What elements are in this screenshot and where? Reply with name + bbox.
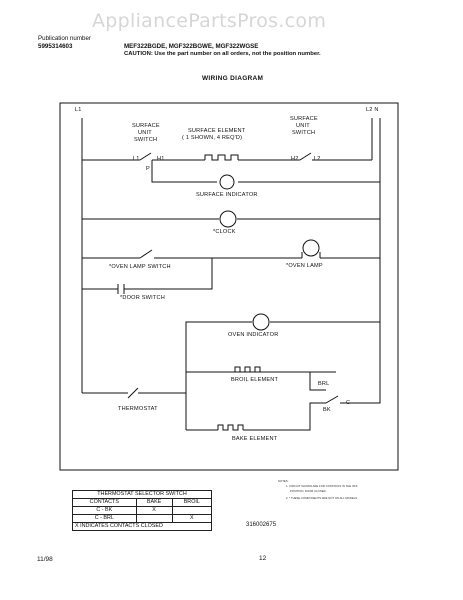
model-numbers: MEF322BGDE, MGF322BGWE, MGF322WGSE [124,43,259,50]
selector-table-cell: X [135,506,173,515]
broil-element-label: BROIL ELEMENT [231,377,279,383]
bk-terminal-label: BK [323,407,331,413]
publication-date: 11/98 [37,556,53,563]
selector-table-header: CONTACTS [72,498,137,507]
terminal-h2-label: H2 [291,156,299,162]
thermostat-contact [128,388,138,398]
door-switch-label: *DOOR SWITCH [120,295,165,301]
thermostat-label: THERMOSTAT [118,406,158,412]
selector-table-title: THERMOSTAT SELECTOR SWITCH [72,490,212,499]
diagram-frame [60,103,398,470]
selector-table-cell: C - BK [72,506,137,515]
surface-switch-right-label-1: SURFACE [290,116,318,122]
l1-label: L1 [75,107,82,113]
oven-lamp-switch-contact [140,250,152,258]
oven-indicator-label: OVEN INDICATOR [228,332,279,338]
diagram-number: 316002675 [246,522,277,528]
broil-element-symbol [235,367,260,372]
clock-label: *CLOCK [213,229,236,235]
selector-table-header: BAKE [135,498,173,507]
selector-switch-table: THERMOSTAT SELECTOR SWITCH CONTACTS BAKE… [72,490,213,531]
terminal-l1-label: L1 [133,156,140,162]
surface-element-symbol [205,155,238,160]
clock-symbol [220,211,236,227]
selector-table-cell [135,514,173,523]
watermark: AppliancePartsPros.com [92,10,327,32]
surface-switch-left-label-3: SWITCH [134,137,158,143]
oven-lamp-symbol [303,240,319,256]
terminal-l2-label: L2 [314,156,321,162]
bake-element-label: BAKE ELEMENT [232,436,278,442]
c-terminal-label: C [346,400,351,406]
selector-table-footer: X INDICATES CONTACTS CLOSED [72,522,212,531]
oven-lamp-switch-label: *OVEN LAMP SWITCH [109,264,171,270]
brl-terminal-label: BRL [318,381,330,387]
selector-table-cell [171,506,213,515]
surface-switch-left-contact [140,153,151,160]
surface-switch-left-label-2: UNIT [138,130,152,136]
oven-lamp-label: *OVEN LAMP [286,263,323,269]
surface-switch-left-label-1: SURFACE [132,123,160,129]
notes-line-3: 2. * THESE COMPONENTS ARE NOT ON ALL MOD… [286,496,358,500]
diagram-title: WIRING DIAGRAM [202,75,264,82]
surface-element-label-2: ( 1 SHOWN, 4 REQ'D) [182,135,243,141]
surface-switch-right-label-2: UNIT [296,123,310,129]
surface-indicator-label: SURFACE INDICATOR [196,192,258,198]
surface-switch-right-contact [300,153,311,160]
selector-switch-contact [326,396,338,403]
selector-table-cell: C - BRL [72,514,137,523]
notes-line-1: 1. CIRCUIT SHOWN ARE FOR CONTROLS IN THE… [286,484,358,488]
publication-label: Publication number [38,35,91,42]
terminal-p-label: P [146,166,150,172]
surface-switch-right-label-3: SWITCH [292,130,316,136]
l2-n-label: L2 N [366,107,379,113]
bake-element-symbol [218,425,243,430]
oven-indicator-lamp [253,314,269,330]
surface-element-label-1: SURFACE ELEMENT [188,128,246,134]
surface-indicator-lamp [220,175,234,189]
selector-table-cell: X [171,514,213,523]
notes-title: NOTES: [278,479,289,483]
notes-line-2: POSITION. DOOR CLOSED. [290,489,327,493]
caution-text: CAUTION: Use the part number on all orde… [124,51,321,57]
publication-number: 5995314603 [38,43,73,50]
page-number: 12 [259,555,267,562]
terminal-h1-label: H1 [157,156,165,162]
selector-table-header: BROIL [171,498,213,507]
